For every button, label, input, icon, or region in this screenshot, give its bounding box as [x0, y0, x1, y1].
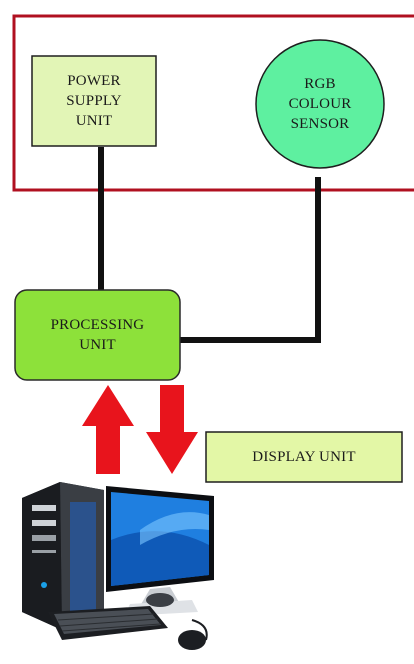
processing-line-2: UNIT: [79, 337, 116, 353]
power-supply-line-3: UNIT: [75, 113, 113, 129]
power-supply-box: [31, 55, 157, 147]
rgb-sensor-line-1: RGB: [304, 76, 336, 92]
arrow-down-icon: [146, 385, 198, 474]
display-box: [205, 431, 403, 483]
processing-line-1: PROCESSING: [50, 317, 145, 333]
sensor-enclosure-frame: [12, 14, 414, 192]
rgb-sensor-circle: [255, 39, 385, 169]
display-label: DISPLAY UNIT: [206, 432, 402, 482]
arrow-up-icon: [82, 385, 134, 474]
processing-label: PROCESSING UNIT: [15, 292, 180, 378]
rgb-sensor-line-2: COLOUR: [288, 96, 352, 112]
power-supply-line-2: SUPPLY: [66, 93, 122, 109]
processing-box: [14, 289, 181, 381]
desktop-computer-icon: [22, 482, 214, 650]
display-text: DISPLAY UNIT: [252, 449, 356, 465]
power-supply-label: POWER SUPPLY UNIT: [32, 56, 156, 146]
wire-sensor-to-processing: [180, 177, 321, 343]
rgb-sensor-line-3: SENSOR: [290, 116, 350, 132]
rgb-sensor-label: RGB COLOUR SENSOR: [256, 56, 384, 152]
power-supply-line-1: POWER: [67, 73, 121, 89]
